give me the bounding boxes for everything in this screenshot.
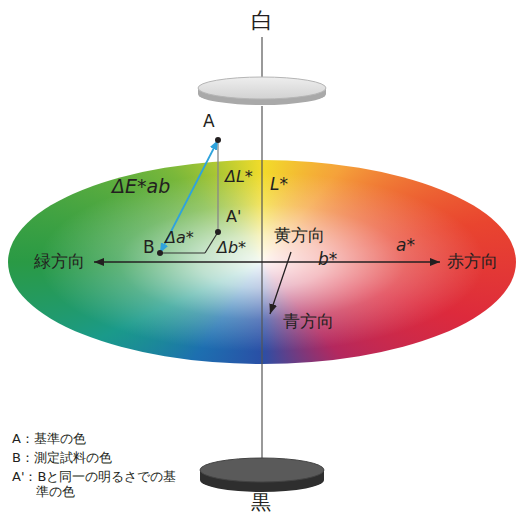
direction-label: 赤方向 [447, 252, 498, 272]
axis-label: L* [270, 175, 288, 195]
white-disc [198, 77, 326, 105]
axis-end-label: 白 [251, 8, 273, 33]
direction-label: 青方向 [283, 312, 334, 332]
point-label: A [203, 112, 215, 132]
delta-a-line [160, 252, 205, 253]
axis-label: a* [396, 236, 415, 256]
legend-note: B：測定試料の色 [12, 451, 112, 466]
delta-l-line [217, 140, 218, 232]
delta-label: ΔE*ab [112, 176, 170, 198]
point-a-prime [215, 229, 221, 235]
delta-label: ΔL* [225, 168, 253, 186]
a-axis [94, 261, 440, 262]
legend-note: A'：Bと同一の明るさでの基準の色 [12, 470, 184, 500]
direction-label: 黄方向 [274, 226, 325, 246]
delta-b-line [205, 232, 218, 253]
direction-label: 緑方向 [34, 252, 85, 272]
delta-label: Δb* [217, 239, 246, 257]
axis-label: b* [318, 250, 337, 270]
b-axis [270, 252, 291, 314]
l-axis-top [261, 37, 262, 78]
black-disc [200, 458, 324, 492]
point-label: B [143, 238, 155, 258]
point-a [215, 137, 221, 143]
point-b [157, 250, 163, 256]
point-label: A' [226, 208, 241, 226]
delta-label: Δa* [165, 229, 194, 247]
legend-note: A：基準の色 [12, 432, 86, 447]
axis-end-label: 黒 [251, 491, 271, 514]
l-axis [261, 106, 262, 464]
